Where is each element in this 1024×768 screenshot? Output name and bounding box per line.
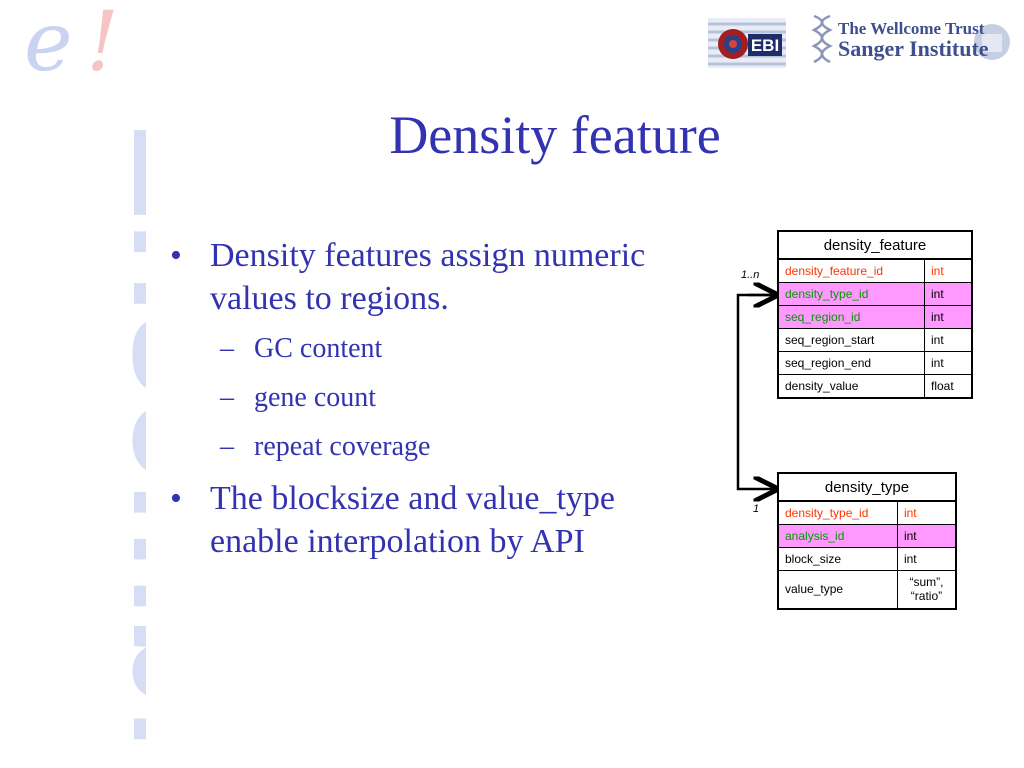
sub-bullet-item: gene count (210, 373, 690, 422)
column-name: density_value (777, 374, 925, 399)
column-name: density_feature_id (777, 258, 925, 283)
ensembl-logo-e: e (24, 0, 73, 90)
bullet-item: The blocksize and value_type enable inte… (170, 477, 690, 563)
ensembl-vertical-wordmark: Ensembl (6, 115, 146, 755)
sanger-building-icon (974, 24, 1010, 60)
column-name: seq_region_id (777, 305, 925, 329)
slide-title: Density feature (389, 105, 721, 165)
column-type: int (896, 500, 957, 525)
ensembl-brand-strip: e ! Ensembl (0, 0, 150, 768)
column-name: density_type_id (777, 282, 925, 306)
ebi-logo-text: EBI (751, 36, 779, 55)
sub-bullet-list: GC content gene count repeat coverage (210, 324, 690, 471)
sub-bullet-item: repeat coverage (210, 422, 690, 471)
column-type: int (896, 547, 957, 571)
column-type-line: “ratio” (910, 589, 943, 604)
column-type: float (923, 374, 973, 399)
sanger-line-1: The Wellcome Trust (838, 19, 985, 38)
column-type: int (923, 282, 973, 306)
table-row: density_type_id int (777, 500, 957, 525)
column-name: analysis_id (777, 524, 898, 548)
column-name: block_size (777, 547, 898, 571)
bullet-text: Density features assign numeric values t… (210, 237, 646, 317)
ensembl-logo-exclamation: ! (86, 0, 119, 90)
table-row: analysis_id int (777, 524, 957, 548)
table-row: block_size int (777, 547, 957, 571)
column-type: int (896, 524, 957, 548)
density-feature-table: density_feature density_feature_id int d… (777, 230, 973, 399)
column-type: int (923, 305, 973, 329)
table-header: density_feature (777, 230, 973, 260)
table-row: seq_region_id int (777, 305, 973, 329)
column-type: int (923, 328, 973, 352)
column-type: “sum”, “ratio” (896, 570, 957, 609)
table-row: value_type “sum”, “ratio” (777, 570, 957, 609)
table-row: density_feature_id int (777, 258, 973, 283)
cardinality-one: 1 (753, 503, 760, 515)
column-type: int (923, 258, 973, 283)
sub-bullet-item: GC content (210, 324, 690, 373)
ensembl-vertical-text: Ensembl (100, 120, 146, 750)
column-name: density_type_id (777, 500, 898, 525)
sanger-line-2: Sanger Institute (838, 36, 989, 61)
bullet-list: Density features assign numeric values t… (170, 234, 690, 563)
dna-helix-icon (811, 14, 833, 64)
bullet-text: The blocksize and value_type enable inte… (210, 480, 616, 560)
table-row: density_value float (777, 374, 973, 399)
column-name: seq_region_start (777, 328, 925, 352)
column-name: value_type (777, 570, 898, 609)
table-row: seq_region_end int (777, 351, 973, 375)
bullet-item: Density features assign numeric values t… (170, 234, 690, 471)
column-name: seq_region_end (777, 351, 925, 375)
cardinality-many: 1..n (741, 269, 760, 281)
table-header: density_type (777, 472, 957, 502)
density-type-table: density_type density_type_id int analysi… (777, 472, 957, 610)
ebi-logo: EBI (708, 18, 786, 68)
column-type: int (923, 351, 973, 375)
sanger-institute-logo: The Wellcome Trust Sanger Institute (808, 12, 1014, 70)
table-row: seq_region_start int (777, 328, 973, 352)
column-type-line: “sum”, (909, 575, 944, 590)
table-row: density_type_id int (777, 282, 973, 306)
